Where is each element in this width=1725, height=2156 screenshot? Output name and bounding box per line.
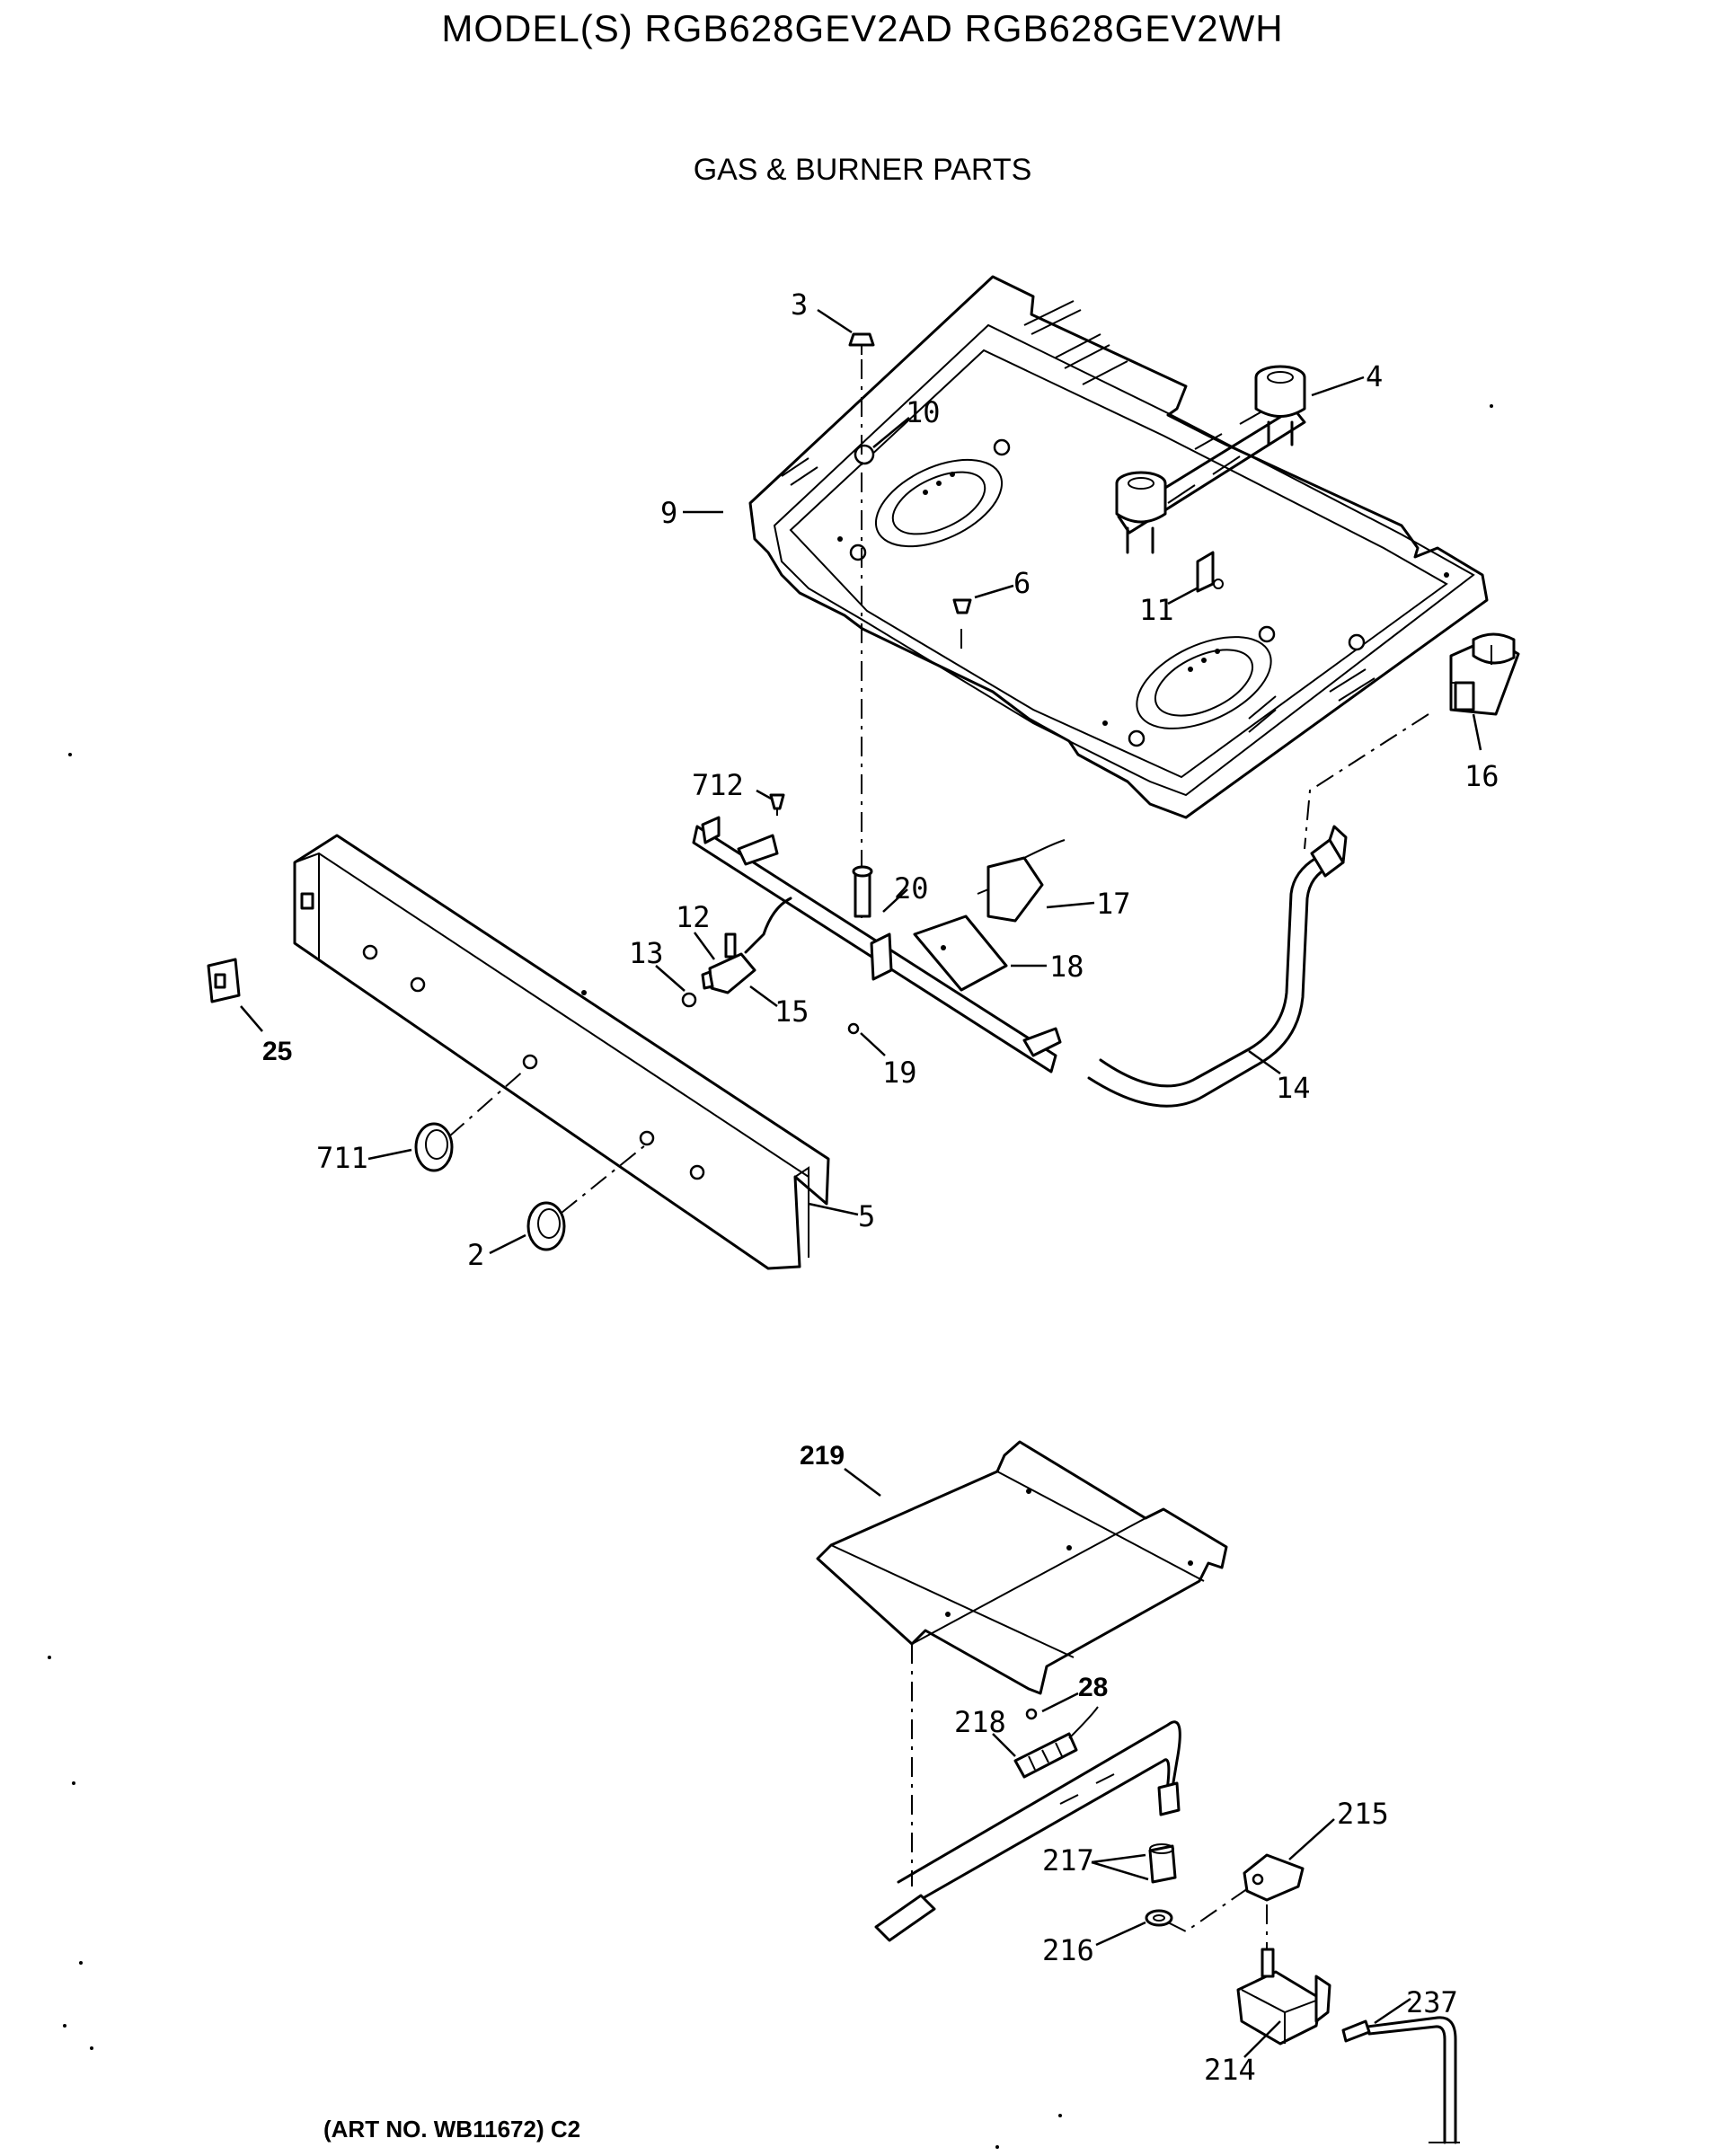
grommet-part-3 bbox=[848, 332, 875, 355]
thermocouple-part-237 bbox=[1341, 2016, 1460, 2144]
part-label-3: 3 bbox=[791, 287, 808, 322]
diagram-subtitle: GAS & BURNER PARTS bbox=[693, 153, 1032, 187]
bracket-part-215 bbox=[1243, 1853, 1305, 1902]
tube-part-14 bbox=[1087, 825, 1348, 1108]
part-label-19: 19 bbox=[882, 1056, 917, 1090]
part-label-25: 25 bbox=[262, 1037, 292, 1066]
orifice-part-13 bbox=[681, 992, 697, 1008]
part-label-6: 6 bbox=[1013, 566, 1031, 600]
burner-assembly-part-4 bbox=[1115, 365, 1306, 554]
part-label-16: 16 bbox=[1464, 759, 1499, 793]
assembly-line-215 bbox=[1167, 1886, 1252, 1933]
bracket-part-18 bbox=[913, 915, 1008, 992]
assembly-line-16-14 bbox=[1304, 713, 1429, 850]
art-number: (ART NO. WB11672) C2 bbox=[323, 2116, 581, 2143]
fitting-part-217 bbox=[1148, 1843, 1177, 1884]
part-label-11: 11 bbox=[1139, 593, 1174, 627]
bracket-part-11 bbox=[1196, 551, 1224, 593]
clip-part-25 bbox=[207, 958, 241, 1003]
part-label-237: 237 bbox=[1406, 1985, 1458, 2019]
part-label-9: 9 bbox=[660, 496, 677, 530]
part-label-17: 17 bbox=[1096, 887, 1131, 921]
screw-part-712 bbox=[769, 793, 785, 816]
manifold-pipe bbox=[692, 816, 1062, 1074]
manifold-panel-part-5 bbox=[293, 834, 830, 1270]
diagram-title: MODEL(S) RGB628GEV2AD RGB628GEV2WH bbox=[441, 7, 1284, 49]
part-label-214: 214 bbox=[1204, 2053, 1256, 2087]
screw-part-28 bbox=[1025, 1708, 1038, 1720]
burner-box bbox=[748, 275, 1489, 819]
part-label-4: 4 bbox=[1366, 359, 1383, 393]
oven-burner-tube bbox=[874, 1720, 1181, 1942]
part-label-18: 18 bbox=[1049, 950, 1084, 984]
part-label-2: 2 bbox=[467, 1238, 484, 1272]
part-label-215: 215 bbox=[1337, 1797, 1389, 1831]
part-label-28: 28 bbox=[1078, 1673, 1108, 1702]
part-label-712: 712 bbox=[692, 768, 744, 802]
part-label-5: 5 bbox=[858, 1199, 875, 1233]
shield-part-219 bbox=[816, 1440, 1228, 1695]
part-label-216: 216 bbox=[1042, 1933, 1094, 1967]
grommet-part-10 bbox=[854, 444, 875, 465]
part-label-12: 12 bbox=[676, 900, 711, 934]
valve-part-214 bbox=[1236, 1948, 1331, 2046]
scan-specks bbox=[48, 404, 1493, 2149]
screw-part-19 bbox=[847, 1022, 860, 1035]
knob-part-711 bbox=[414, 1122, 454, 1172]
part-label-217: 217 bbox=[1042, 1843, 1094, 1878]
leader-lines bbox=[240, 308, 1482, 2058]
part-label-219: 219 bbox=[800, 1441, 845, 1471]
nut-part-216 bbox=[1145, 1909, 1173, 1927]
part-label-15: 15 bbox=[774, 994, 809, 1029]
switch-part-17 bbox=[977, 839, 1066, 923]
screw-part-6 bbox=[952, 598, 972, 614]
part-label-711: 711 bbox=[316, 1141, 368, 1175]
valve-part-16 bbox=[1449, 632, 1520, 716]
part-label-group: 3 4 10 9 6 11 16 712 20 17 12 13 18 15 1… bbox=[262, 287, 1499, 2087]
orifice-holder-part-20 bbox=[852, 865, 873, 918]
part-label-10: 10 bbox=[906, 395, 941, 429]
part-label-14: 14 bbox=[1276, 1071, 1311, 1105]
knob-part-2 bbox=[526, 1201, 566, 1251]
part-label-20: 20 bbox=[894, 871, 929, 906]
orifice-part-218 bbox=[1013, 1706, 1099, 1779]
part-label-218: 218 bbox=[954, 1705, 1006, 1739]
valve-part-15 bbox=[701, 932, 756, 994]
assembly-line-2 bbox=[561, 1144, 646, 1214]
assembly-line-711 bbox=[448, 1068, 526, 1137]
part-label-13: 13 bbox=[629, 936, 664, 970]
